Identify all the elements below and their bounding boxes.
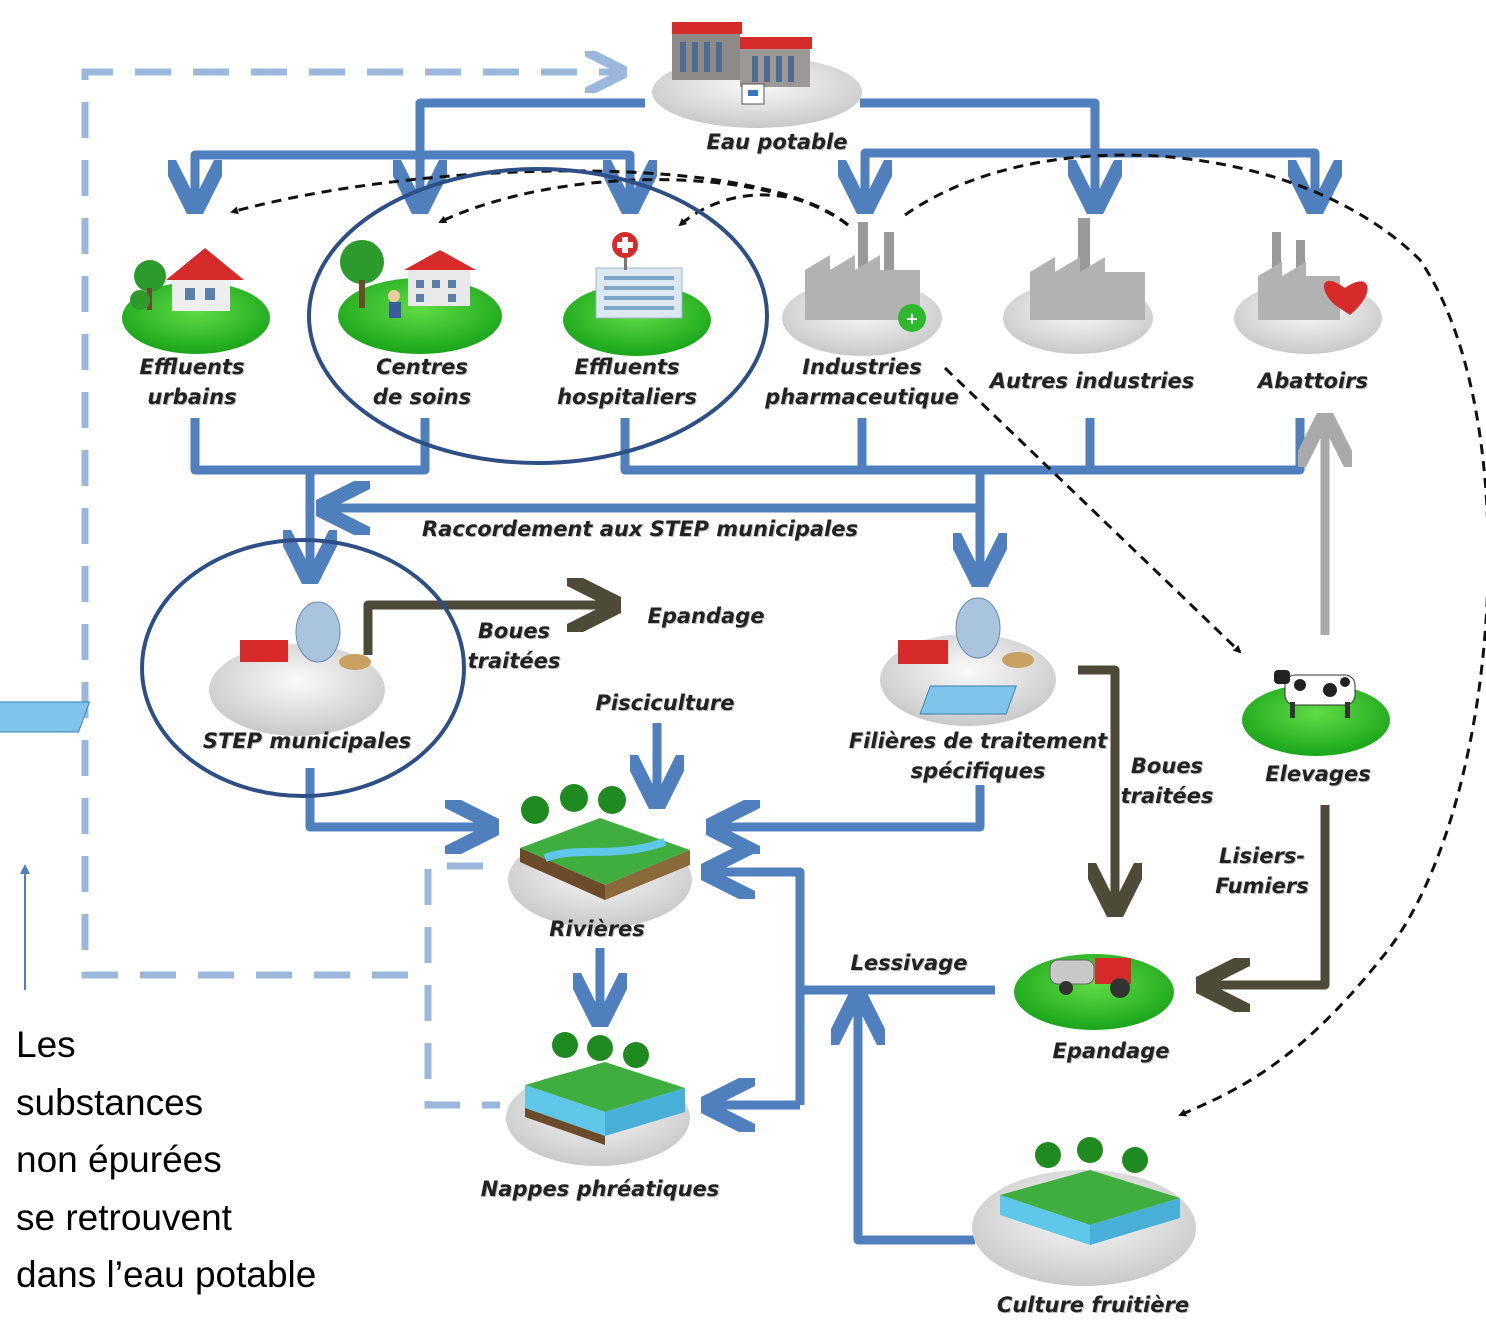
label-line: Filières de traitement <box>848 729 1108 753</box>
label-line: Effluents <box>574 355 680 379</box>
factory-icon <box>1003 218 1153 354</box>
node-label-epandage-field: Epandage <box>1052 1039 1170 1063</box>
label-line: Boues <box>477 619 551 643</box>
flow-label-boues-traitees-2: Boues traitées <box>1121 751 1214 811</box>
factory-icon: + <box>782 222 942 356</box>
node-label-centres-de-soins: Centres de soins <box>373 352 471 412</box>
label-line: Industries <box>802 355 922 379</box>
caption-text: Les substances non épurées se retrouvent… <box>16 1016 316 1304</box>
label-line: Fumiers <box>1215 874 1309 898</box>
label-line: Boues <box>1130 754 1204 778</box>
return-loop-dashed <box>81 72 620 1109</box>
flow-label-raccordement: Raccordement aux STEP municipales <box>422 517 858 541</box>
node-label-eau-potable: Eau potable <box>706 130 848 154</box>
label-line: Centres <box>376 355 468 379</box>
hospital-icon <box>563 232 711 356</box>
water-treatment-building-icon <box>652 22 862 128</box>
label-line: traitées <box>1120 784 1214 808</box>
house-icon <box>122 248 270 354</box>
treatment-plant-icon <box>0 601 385 736</box>
slaughterhouse-icon <box>1234 232 1382 354</box>
orchard-icon <box>972 1137 1196 1286</box>
sludge-arrows <box>363 605 1330 985</box>
river-icon <box>508 784 692 928</box>
tractor-icon <box>1014 954 1174 1030</box>
label-line: hospitaliers <box>557 385 697 409</box>
label-line: spécifiques <box>910 759 1046 783</box>
highlight-circle-care <box>307 167 769 465</box>
caption-line: dans l’eau potable <box>16 1254 317 1295</box>
highlight-circle-step <box>140 538 466 798</box>
label-line: Effluents <box>139 355 245 379</box>
node-label-industries-pharmaceutique: Industries pharmaceutique <box>765 352 959 412</box>
node-label-step-municipales: STEP municipales <box>202 729 412 753</box>
node-label-abattoirs: Abattoirs <box>1257 369 1369 393</box>
flow-label-epandage: Epandage <box>647 604 765 628</box>
caption-line: substances <box>16 1081 204 1123</box>
caption-line: non épurées <box>16 1139 222 1180</box>
node-label-elevages: Elevages <box>1265 762 1371 786</box>
node-label-nappes: Nappes phréatiques <box>480 1177 720 1201</box>
water-distribution-arrows <box>195 98 1315 205</box>
node-label-filieres: Filières de traitement spécifiques <box>849 726 1107 786</box>
label-line: traitées <box>467 649 561 673</box>
label-line: urbains <box>147 385 237 409</box>
aquifer-icon <box>506 1032 690 1166</box>
node-label-effluents-urbains: Effluents urbains <box>140 352 245 412</box>
label-line: pharmaceutique <box>765 385 959 409</box>
flow-label-lisiers-fumiers: Lisiers- Fumiers <box>1215 841 1308 901</box>
node-label-culture-fruitiere: Culture fruitière <box>996 1293 1190 1317</box>
label-line: de soins <box>372 385 472 409</box>
cow-icon <box>1242 670 1390 756</box>
clinic-icon <box>338 240 502 354</box>
flow-label-pisciculture: Pisciculture <box>595 691 735 715</box>
flow-label-lessivage: Lessivage <box>850 951 968 975</box>
node-label-effluents-hospitaliers: Effluents hospitaliers <box>557 352 697 412</box>
node-label-rivieres: Rivières <box>549 917 645 941</box>
label-line: Lisiers- <box>1218 844 1306 868</box>
sewer-collection-arrows <box>190 418 1305 578</box>
svg-text:+: + <box>905 309 918 328</box>
discharge-arrows <box>305 723 995 1245</box>
treatment-plant-icon <box>880 597 1056 726</box>
caption-line: se retrouvent <box>16 1196 232 1238</box>
caption-line: Les <box>16 1024 76 1065</box>
flow-label-boues-traitees: Boues traitées <box>468 616 561 676</box>
node-label-autres-industries: Autres industries <box>989 369 1195 393</box>
